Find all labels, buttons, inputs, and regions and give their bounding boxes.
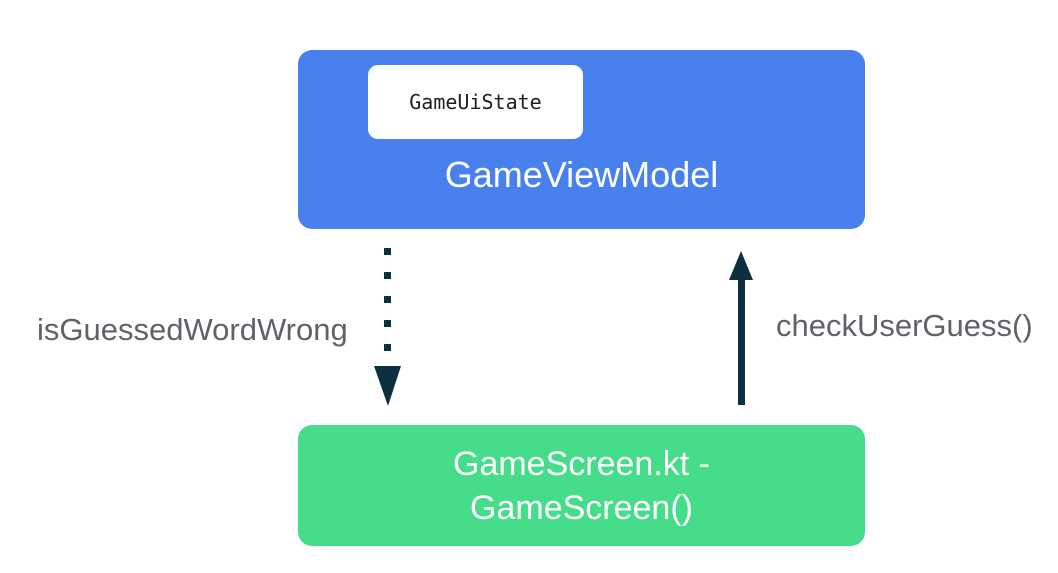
- arrow-head-down: [374, 366, 401, 406]
- game-screen-line-2: GameScreen(): [470, 488, 693, 527]
- arrow-dot: [384, 344, 391, 351]
- viewmodel-box: GameUiState GameViewModel: [298, 50, 865, 229]
- ui-state-box: GameUiState: [368, 65, 583, 139]
- ui-state-label: GameUiState: [409, 90, 542, 114]
- arrow-dot: [384, 248, 391, 255]
- dotted-down-arrow: [374, 248, 401, 406]
- arrow-dot: [384, 272, 391, 279]
- game-screen-line-1: GameScreen.kt -: [453, 444, 710, 483]
- event-label: checkUserGuess(): [776, 308, 1033, 343]
- solid-up-arrow: [729, 251, 753, 405]
- arrow-head-up: [729, 251, 753, 280]
- game-screen-box: GameScreen.kt - GameScreen(): [298, 425, 865, 546]
- arrow-shaft: [738, 270, 745, 405]
- state-flow-label: isGuessedWordWrong: [37, 312, 348, 347]
- arrow-dot: [384, 296, 391, 303]
- arrow-dot: [384, 320, 391, 327]
- viewmodel-title: GameViewModel: [444, 154, 719, 195]
